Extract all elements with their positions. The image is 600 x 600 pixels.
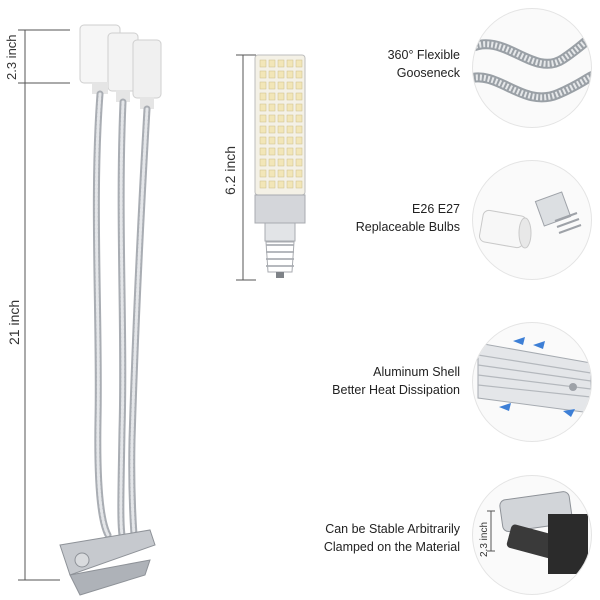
led-chip: [268, 136, 276, 145]
bulb-length-label: 6.2 inch: [222, 145, 238, 195]
led-chip: [259, 81, 267, 90]
led-chip: [268, 103, 276, 112]
led-chip: [259, 147, 267, 156]
led-chip: [268, 147, 276, 156]
feature-line2: Gooseneck: [396, 66, 460, 80]
clip-clamp: [59, 529, 156, 596]
led-chip: [259, 180, 267, 189]
led-chip: [277, 147, 285, 156]
led-chip: [268, 158, 276, 167]
led-chip: [277, 125, 285, 134]
led-chip: [295, 169, 303, 178]
led-chip: [286, 158, 294, 167]
led-chip: [259, 136, 267, 145]
socket-height-label: 2.3 inch: [4, 34, 19, 80]
bulb-socket-icon: [472, 160, 592, 280]
feature-line1: 360° Flexible: [387, 48, 460, 62]
feature-bulb-text: E26 E27 Replaceable Bulbs: [356, 200, 460, 236]
feature-clamp-text: Can be Stable Arbitrarily Clamped on the…: [324, 520, 460, 556]
led-chip: [259, 103, 267, 112]
clamp-icon: [472, 475, 592, 595]
led-chip: [268, 92, 276, 101]
feature-line2: Clamped on the Material: [323, 540, 460, 554]
led-chip: [277, 92, 285, 101]
led-chip: [295, 114, 303, 123]
led-chip: [295, 147, 303, 156]
led-chip: [268, 125, 276, 134]
gooseneck-tubes: [92, 90, 151, 539]
led-chip: [268, 70, 276, 79]
clip-height-label: 2.3 inch: [479, 521, 490, 557]
led-chip: [268, 169, 276, 178]
led-chip: [268, 59, 276, 68]
led-chip: [286, 136, 294, 145]
socket-heads: [79, 24, 162, 109]
led-chip: [277, 70, 285, 79]
led-chip: [295, 125, 303, 134]
led-chip: [286, 81, 294, 90]
feature-line2: Better Heat Dissipation: [332, 383, 460, 397]
led-chip: [277, 136, 285, 145]
led-chip: [268, 114, 276, 123]
feature-gooseneck-text: 360° Flexible Gooseneck: [388, 46, 460, 82]
led-chip: [295, 70, 303, 79]
led-chip: [295, 180, 303, 189]
led-chip: [259, 114, 267, 123]
led-chip: [286, 70, 294, 79]
led-chip: [286, 114, 294, 123]
gooseneck-icon: [472, 8, 592, 128]
led-chip: [259, 158, 267, 167]
led-chip: [295, 81, 303, 90]
led-chip: [259, 169, 267, 178]
led-chip: [295, 158, 303, 167]
feature-line1: Aluminum Shell: [373, 365, 460, 379]
total-length-label: 21 inch: [6, 299, 22, 345]
led-chip: [259, 125, 267, 134]
led-chip: [286, 103, 294, 112]
led-chip: [286, 92, 294, 101]
led-chip: [286, 59, 294, 68]
led-chip: [277, 169, 285, 178]
heat-sink-icon: [472, 322, 592, 442]
led-chip: [268, 180, 276, 189]
led-chip: [295, 103, 303, 112]
led-chip: [259, 92, 267, 101]
led-chip: [286, 125, 294, 134]
led-chip: [277, 81, 285, 90]
led-chip: [295, 92, 303, 101]
led-chip: [295, 59, 303, 68]
led-chip: [286, 147, 294, 156]
led-chip: [286, 169, 294, 178]
feature-line2: Replaceable Bulbs: [355, 220, 460, 234]
led-chip: [268, 81, 276, 90]
feature-line1: Can be Stable Arbitrarily: [325, 522, 460, 536]
led-chip: [277, 103, 285, 112]
led-chip: [277, 180, 285, 189]
led-chip: [259, 59, 267, 68]
feature-line1: E26 E27: [412, 202, 460, 216]
led-chip: [259, 70, 267, 79]
led-bulb: [254, 54, 306, 278]
led-chip: [286, 180, 294, 189]
led-chip: [277, 158, 285, 167]
led-chip: [295, 136, 303, 145]
led-chip: [277, 59, 285, 68]
feature-aluminum-text: Aluminum Shell Better Heat Dissipation: [332, 363, 460, 399]
led-chip: [277, 114, 285, 123]
dimension-lines: [18, 29, 256, 581]
